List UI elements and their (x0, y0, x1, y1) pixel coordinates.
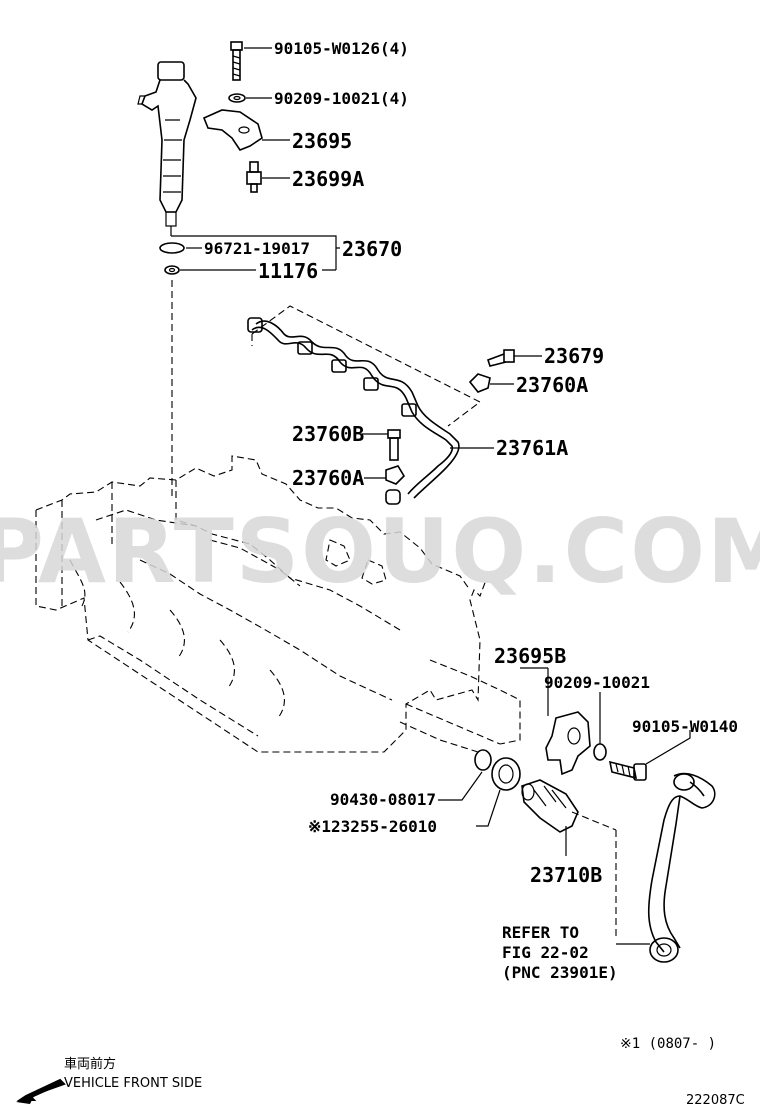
cylinder-head-outline (35, 455, 521, 753)
bolt-90105-w0140 (608, 760, 647, 781)
bracket-23695b (545, 711, 591, 776)
sensor-23710b (521, 779, 579, 833)
direction-japanese: 車両前方 (64, 1056, 116, 1072)
watermark: PARTSOUQ.COM (0, 500, 760, 603)
figure-code: 222087C (686, 1093, 745, 1108)
bolt-23760b (387, 429, 401, 461)
footnote: ※1 (0807- ) (620, 1036, 716, 1052)
bolt-23679 (486, 349, 515, 367)
label-23760a-bottom: 23760A (292, 466, 364, 490)
fuel-hose (647, 772, 716, 963)
label-90105-w0140: 90105-W0140 (632, 717, 738, 736)
label-90209-10021: 90209-10021 (544, 673, 650, 692)
label-23255-26010: ※123255-26010 (308, 817, 437, 836)
label-23760b: 23760B (292, 422, 364, 446)
gasket-11176 (164, 265, 180, 275)
refer-line-2: FIG 22-02 (502, 943, 589, 962)
label-90209-10021-4: 90209-10021(4) (274, 89, 409, 108)
refer-line-3: (PNC 23901E) (502, 963, 618, 982)
label-11176: 11176 (258, 259, 318, 283)
sleeve-23699a (246, 161, 262, 193)
label-96721-19017: 96721-19017 (204, 239, 310, 258)
injection-pipe-23761a (247, 317, 460, 505)
label-23670: 23670 (342, 237, 402, 261)
label-23695b: 23695B (494, 644, 566, 668)
label-23761a: 23761A (496, 436, 568, 460)
label-23695: 23695 (292, 129, 352, 153)
injector-assembly (137, 61, 197, 236)
bolt-90105-w0126 (230, 41, 243, 81)
refer-line-1: REFER TO (502, 923, 579, 942)
washer-90209-10021 (228, 93, 246, 103)
ring-90430-08017 (474, 749, 492, 771)
label-23710b: 23710B (530, 863, 602, 887)
clamp-23695 (202, 109, 263, 151)
label-23699a: 23699A (292, 167, 364, 191)
label-90105-w0126: 90105-W0126(4) (274, 39, 409, 58)
o-ring-96721-19017 (159, 242, 185, 254)
label-23679: 23679 (544, 344, 604, 368)
label-23760a-top: 23760A (516, 373, 588, 397)
label-90430-08017: 90430-08017 (330, 790, 436, 809)
seal-23255-26010 (491, 757, 521, 791)
clip-23760a-top (468, 373, 491, 393)
clip-23760a-bottom (385, 465, 406, 485)
direction-english: VEHICLE FRONT SIDE (64, 1076, 202, 1091)
washer-90209-10021-b (593, 743, 607, 761)
